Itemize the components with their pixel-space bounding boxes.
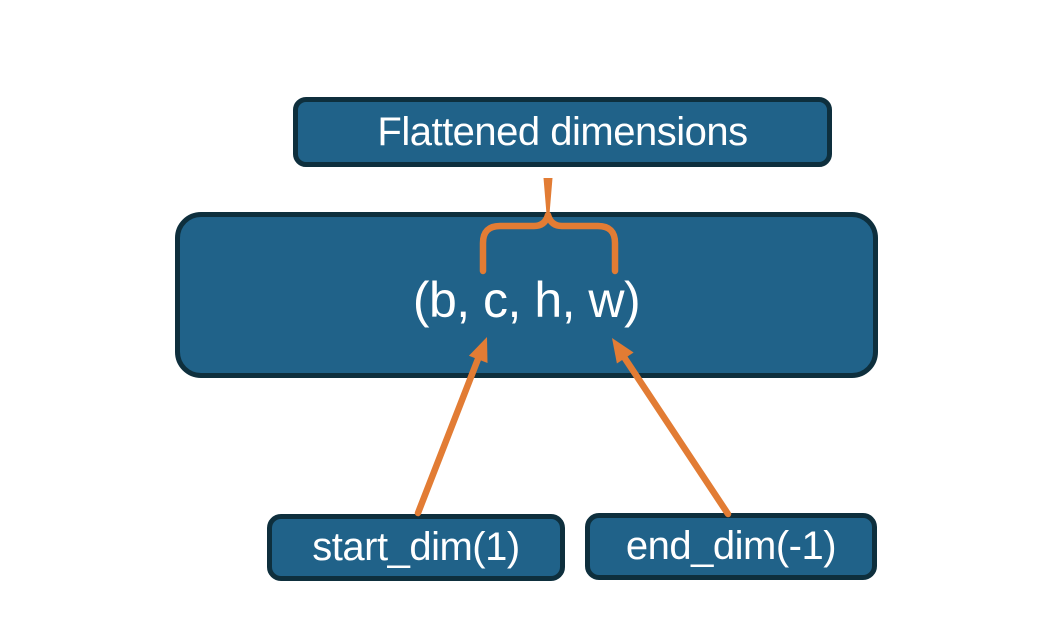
end-dim-arrow-line — [620, 353, 732, 518]
start-dim-arrow-line — [414, 355, 482, 517]
node-flattened-dimensions: Flattened dimensions — [293, 97, 832, 167]
flattened-dimensions-label: Flattened dimensions — [377, 109, 748, 154]
tensor-shape-label: (b, c, h, w) — [412, 272, 641, 328]
node-tensor-shape: (b, c, h, w) — [175, 212, 878, 378]
start-dim-label: start_dim(1) — [312, 525, 520, 569]
node-end-dim: end_dim(-1) — [585, 513, 877, 580]
node-start-dim: start_dim(1) — [267, 514, 565, 581]
end-dim-label: end_dim(-1) — [625, 524, 837, 568]
brace-stem — [543, 178, 553, 214]
